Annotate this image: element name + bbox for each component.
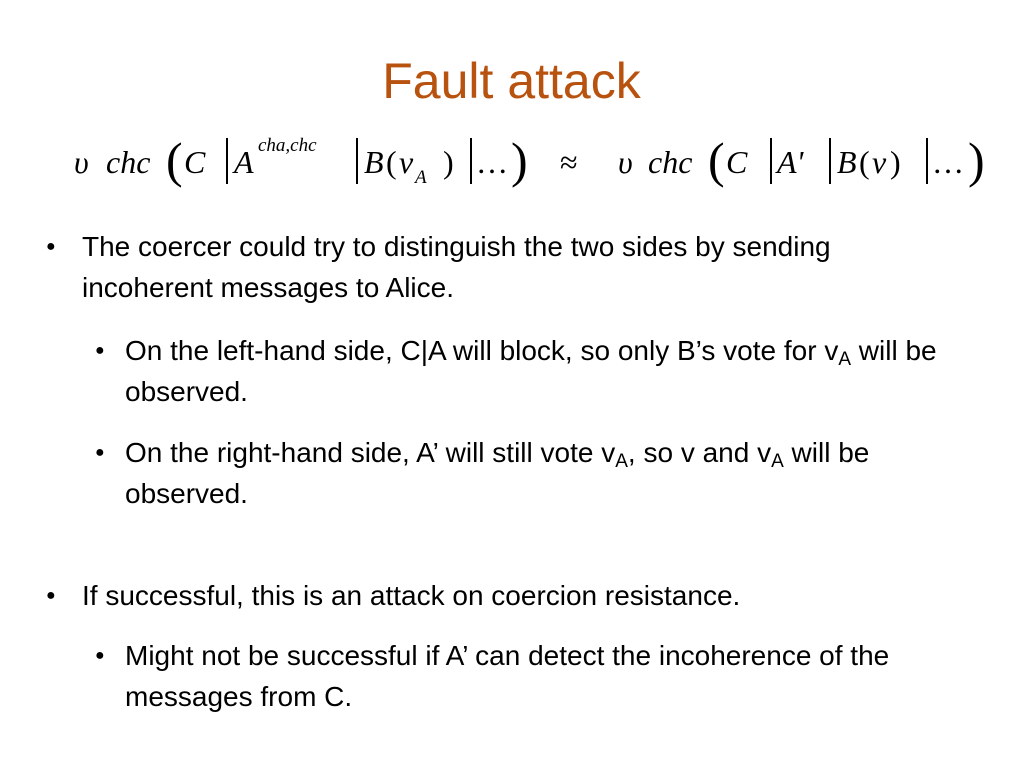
formula-approx: ≈ [560, 144, 578, 180]
formula-paren-close: ) [890, 144, 901, 180]
formula-ellipsis-right: … [932, 144, 964, 180]
bullet-text: will be observed. [125, 437, 870, 509]
bullet-text: If successful, this is an attack on coer… [82, 580, 741, 611]
slide-title: Fault attack [382, 53, 641, 109]
formula-chc-left: chc [106, 144, 151, 180]
formula-bar [470, 138, 472, 184]
bullet-if-successful: ● If successful, this is an attack on co… [46, 575, 962, 616]
bullet-text: will be observed. [125, 335, 937, 407]
bullet-text: The coercer could try to distinguish the… [82, 231, 831, 303]
formula-big-open-right: ( [708, 132, 725, 188]
formula-bar [829, 138, 831, 184]
subscript-a: A [615, 451, 628, 472]
bullet-marker: ● [46, 587, 56, 604]
formula-paren-open: ( [859, 144, 870, 180]
bullet-marker: ● [46, 238, 56, 255]
formula-bar [926, 138, 928, 184]
formula-upsilon-right: υ [618, 144, 633, 180]
formula-c-right: C [726, 144, 748, 180]
subscript-a: A [838, 349, 852, 370]
formula-ellipsis-left: … [476, 144, 508, 180]
formula-big-close-left: ) [511, 132, 528, 188]
formula-v-left: v [399, 144, 414, 180]
formula-c-left: C [184, 144, 206, 180]
bullet-marker: ● [95, 342, 105, 359]
bullet-text: Might not be successful if A’ can detect… [125, 640, 890, 712]
formula-bar [226, 138, 228, 184]
bullet-marker: ● [95, 647, 105, 664]
formula-bar [770, 138, 772, 184]
bullet-text: , so v and v [627, 437, 772, 468]
formula-b-left: B [364, 144, 384, 180]
bullet-right-hand-side: ● On the right-hand side, A’ will still … [95, 432, 995, 514]
bullet-marker: ● [95, 444, 105, 461]
formula-b-right: B [837, 144, 857, 180]
formula-a-left: A [234, 144, 254, 180]
formula-upsilon-left: υ [74, 144, 89, 180]
subscript-a: A [771, 451, 784, 472]
bullet-coercer-distinguish: ● The coercer could try to distinguish t… [46, 226, 962, 308]
bullet-left-hand-side: ● On the left-hand side, C|A will block,… [95, 330, 995, 412]
bullet-text: On the right-hand side, A’ will still vo… [125, 437, 616, 468]
formula-v-right: v [872, 144, 887, 180]
formula-chc-right: chc [648, 144, 693, 180]
bullet-might-not-succeed: ● Might not be successful if A’ can dete… [95, 635, 995, 717]
equivalence-formula: υ chc ( C A cha,chc B ( v A ) … ) ≈ υ ch… [66, 126, 1001, 196]
formula-a-superscript: cha,chc [258, 135, 317, 156]
formula-big-open-left: ( [166, 132, 183, 188]
formula-bar [356, 138, 358, 184]
formula-v-subscript: A [415, 167, 427, 188]
formula-paren-open: ( [386, 144, 397, 180]
formula-paren-close: ) [443, 144, 454, 180]
formula-a-prime: A' [777, 144, 804, 180]
formula-big-close-right: ) [968, 132, 985, 188]
bullet-text: On the left-hand side, C|A will block, s… [125, 335, 839, 366]
